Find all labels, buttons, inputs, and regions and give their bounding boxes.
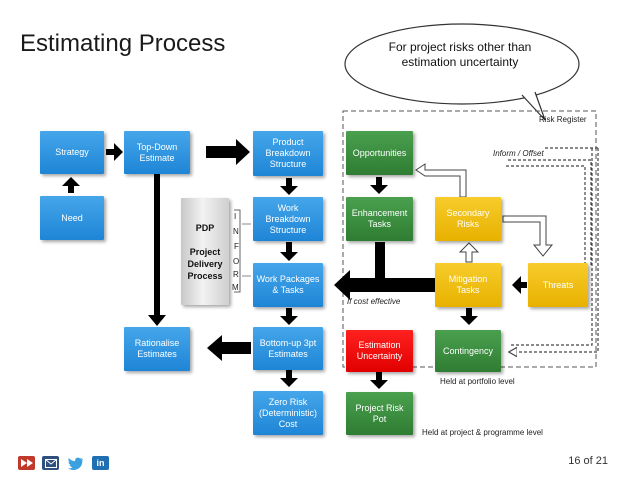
project-risk-pot-box: Project Risk Pot [346,392,413,435]
email-icon[interactable] [42,456,59,470]
slide-title: Estimating Process [20,30,226,57]
bottom-up-estimates-box: Bottom-up 3pt Estimates [253,327,323,370]
inform-offset-label: Inform / Offset [493,149,544,158]
inform-letter: I [234,212,237,221]
pdp-box: PDP Project Delivery Process [181,198,229,305]
callout-bubble [344,23,580,121]
inform-letter: O [233,257,240,266]
callout-text: For project risks other than estimation … [388,40,532,69]
if-cost-effective-label: If cost effective [347,297,401,306]
linkedin-icon[interactable]: in [92,456,109,470]
rationalise-estimates-box: Rationalise Estimates [124,327,190,371]
twitter-icon[interactable] [67,456,84,470]
contingency-box: Contingency [435,330,501,372]
inform-letter: R [233,270,239,279]
need-box: Need [40,196,104,240]
opportunities-box: Opportunities [346,131,413,175]
risk-register-label: Risk Register [539,115,587,124]
threats-box: Threats [528,263,588,307]
pbs-box: Product Breakdown Structure [253,131,323,176]
work-packages-box: Work Packages & Tasks [253,263,323,307]
top-down-estimate-box: Top-Down Estimate [124,131,190,174]
inform-letter: N [233,227,239,236]
secondary-risks-box: Secondary Risks [435,197,501,241]
zero-risk-cost-box: Zero Risk (Deterministic) Cost [253,391,323,435]
inform-letter: M [232,283,239,292]
page-number: 16 of 21 [568,455,608,467]
held-project-label: Held at project & programme level [422,428,543,437]
estimation-uncertainty-box: Estimation Uncertainty [346,330,413,372]
wbs-box: Work Breakdown Structure [253,197,323,241]
held-portfolio-label: Held at portfolio level [440,377,515,386]
strategy-box: Strategy [40,131,104,174]
skip-forward-icon[interactable] [18,456,35,470]
mitigation-tasks-box: Mitigation Tasks [435,263,501,307]
enhancement-tasks-box: Enhancement Tasks [346,197,413,241]
inform-letter: F [234,242,239,251]
